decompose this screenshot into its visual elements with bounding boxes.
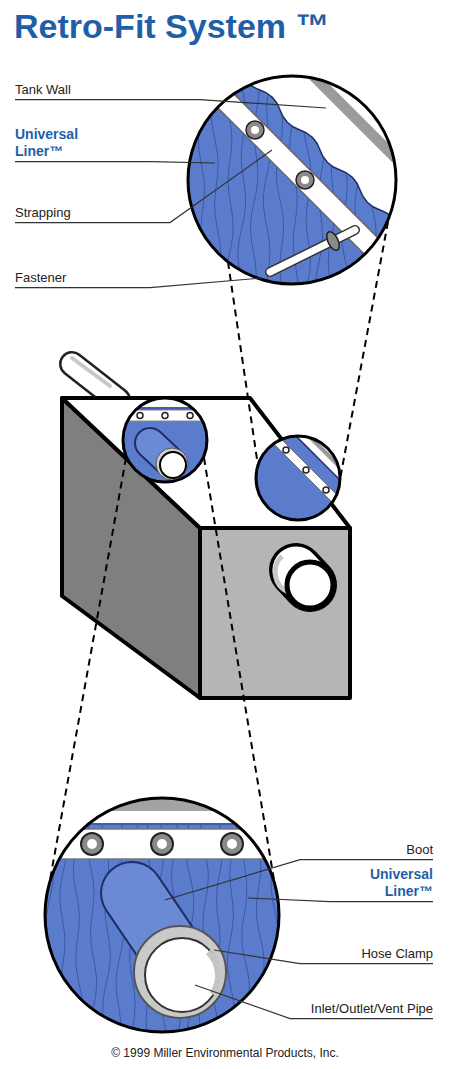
grain-line xyxy=(251,70,260,286)
boot-detail-part xyxy=(145,938,219,1012)
leader-line xyxy=(15,100,326,108)
boot-detail-part xyxy=(208,952,218,994)
strap-detail-small-part xyxy=(283,447,289,453)
strap-detail-small-part xyxy=(280,420,370,510)
pipe-detail-small-part xyxy=(156,448,188,480)
tank-box-part xyxy=(72,364,118,400)
leader-line xyxy=(15,150,272,223)
wall-detail-part xyxy=(150,40,450,320)
label-slot: Universal Liner™ xyxy=(353,866,433,900)
boot-detail-part xyxy=(40,823,285,825)
tank-box-part xyxy=(72,364,118,400)
label-slot: Inlet/Outlet/Vent Pipe xyxy=(311,999,433,1017)
pipe-detail-small-part xyxy=(162,413,168,419)
boot-detail-part xyxy=(81,833,103,855)
detail-circle xyxy=(45,798,279,1032)
wall-detail-part xyxy=(270,230,355,272)
grain-line xyxy=(256,795,264,1035)
boot-detail-part xyxy=(151,833,173,855)
grain-line xyxy=(198,70,207,286)
label-slot: Retro-Fit System ™ xyxy=(14,6,330,47)
pipe-detail-small xyxy=(118,395,214,490)
diagram-title: Retro-Fit System ™ xyxy=(14,6,330,47)
wall-detail-part xyxy=(251,126,259,134)
label-slot: Tank Wall xyxy=(15,80,71,98)
leader-line xyxy=(165,860,433,900)
wall-detail-part xyxy=(296,171,314,189)
label-slot: © 1999 Miller Environmental Products, In… xyxy=(0,1043,450,1061)
label-slot: Hose Clamp xyxy=(361,944,433,962)
detail-circle xyxy=(123,398,207,482)
boot-detail-part xyxy=(221,833,243,855)
boot-detail xyxy=(38,795,288,1035)
strap-detail-small-part xyxy=(254,434,344,524)
pipe-detail-small-part xyxy=(160,452,186,478)
wall-detail-part xyxy=(324,230,342,252)
copyright-caption: © 1999 Miller Environmental Products, In… xyxy=(111,1046,339,1060)
grain-line xyxy=(60,795,69,1035)
tank-box-part xyxy=(72,358,110,386)
pipe-detail-small-part xyxy=(120,395,212,490)
leader-line xyxy=(195,985,433,1019)
part-label: Fastener xyxy=(15,270,66,286)
strap-detail-small-part xyxy=(280,420,370,510)
part-label: Boot xyxy=(406,842,433,858)
wall-detail xyxy=(150,40,450,320)
label-slot: Fastener xyxy=(15,268,66,286)
boot-detail-part xyxy=(40,811,285,823)
boot-detail-part xyxy=(157,839,167,849)
zoom-guide-part xyxy=(228,262,258,466)
strap-detail-small-part xyxy=(303,467,309,473)
grain-line xyxy=(263,70,272,286)
grain-line xyxy=(46,795,54,1035)
part-label: Strapping xyxy=(15,205,71,221)
tank-box-part xyxy=(200,528,350,698)
boot-detail-part xyxy=(134,926,226,1018)
tank-box-part xyxy=(62,398,350,528)
strap-detail-small xyxy=(250,420,370,524)
label-slot: Boot xyxy=(406,840,433,858)
wall-detail-part xyxy=(270,230,355,272)
detail-circle xyxy=(188,76,396,284)
tank-box-part xyxy=(287,562,333,608)
label-slot: Universal Liner™ xyxy=(15,126,95,160)
strap-detail-small-part xyxy=(290,420,370,494)
pipe-detail-small-part xyxy=(187,413,193,419)
label-slot: Strapping xyxy=(15,203,71,221)
leader-line xyxy=(15,162,215,163)
wall-detail-part xyxy=(301,176,309,184)
part-label: Inlet/Outlet/Vent Pipe xyxy=(311,1001,433,1017)
boot-detail-part xyxy=(38,829,288,859)
detail-circle xyxy=(256,436,340,520)
zoom-guide xyxy=(50,222,388,880)
material-label: Universal Liner™ xyxy=(15,126,95,160)
part-label: Hose Clamp xyxy=(361,946,433,962)
tank-box xyxy=(62,358,350,698)
pipe-detail-small-part xyxy=(137,413,143,419)
grain-line xyxy=(270,795,279,1035)
material-label: Universal Liner™ xyxy=(353,866,433,900)
boot-detail-part xyxy=(87,839,97,849)
part-label: Tank Wall xyxy=(15,82,71,98)
wall-detail-part xyxy=(246,121,264,139)
strap-detail-small-part xyxy=(323,487,329,493)
boot-detail-part xyxy=(227,839,237,849)
